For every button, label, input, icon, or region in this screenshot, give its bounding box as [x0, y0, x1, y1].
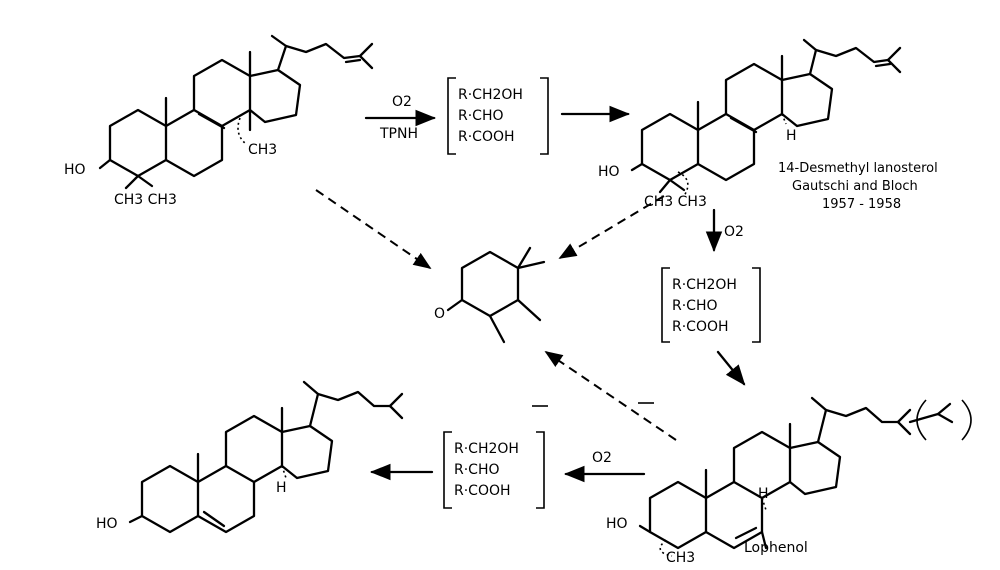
- lophenol-structure: H HO CH3 Lophenol: [606, 396, 972, 566]
- h-label: H: [276, 480, 287, 496]
- gem-dimethyl-label: CH3 CH3: [114, 192, 177, 208]
- intermediate-alcohol: R·CH2OH: [454, 441, 519, 457]
- gem-dimethyl-label: CH3 CH3: [644, 194, 707, 210]
- reaction-arrow-5: O2: [563, 450, 646, 483]
- intermediate-aldehyde: R·CHO: [672, 298, 718, 314]
- desmethyl-lanosterol-structure: HO H CH3 CH3 14-Desmethyl lanosterol Gau…: [598, 38, 938, 212]
- desmethyl-years-label: 1957 - 1958: [822, 197, 901, 212]
- methyl-label: CH3: [248, 142, 277, 158]
- ho-label: HO: [598, 164, 620, 180]
- reaction-arrow-1: O2 TPNH: [364, 94, 437, 142]
- ho-label: HO: [64, 162, 86, 178]
- intermediate-acid: R·COOH: [458, 129, 515, 145]
- desmethyl-name-label: 14-Desmethyl lanosterol: [778, 161, 938, 176]
- o2-reagent-label: O2: [592, 450, 612, 466]
- lanosterol-structure: HO CH3 CH3 CH3: [64, 34, 374, 208]
- desmethyl-authors-label: Gautschi and Bloch: [792, 179, 918, 194]
- methyl-label: CH3: [666, 550, 695, 566]
- ho-label: HO: [606, 516, 628, 532]
- ho-label: HO: [96, 516, 118, 532]
- cholesterol-structure: H HO: [96, 380, 404, 534]
- intermediate-aldehyde: R·CHO: [454, 462, 500, 478]
- intermediate-aldehyde: R·CHO: [458, 108, 504, 124]
- lophenol-label: Lophenol: [744, 540, 808, 556]
- reaction-arrow-3: O2: [705, 208, 744, 253]
- intermediate-bracket-1: R·CH2OH R·CHO R·COOH: [447, 77, 549, 155]
- intermediate-alcohol: R·CH2OH: [458, 87, 523, 103]
- o2-reagent-label: O2: [724, 224, 744, 240]
- h-label: H: [758, 486, 769, 502]
- intermediate-bracket-2: R·CH2OH R·CHO R·COOH: [661, 267, 761, 343]
- intermediate-acid: R·COOH: [454, 483, 511, 499]
- h-label: H: [786, 128, 797, 144]
- intermediate-alcohol: R·CH2OH: [672, 277, 737, 293]
- oxygen-label: O: [434, 306, 445, 322]
- dashed-arrow-from-lanosterol: [315, 189, 432, 270]
- reaction-arrow-4: [716, 350, 746, 386]
- svg-text:CH3: CH3: [248, 142, 277, 158]
- svg-text:CH3: CH3: [666, 550, 695, 566]
- svg-text:CH3 CH3: CH3 CH3: [644, 194, 707, 210]
- ketone-fragment-structure: O: [434, 246, 546, 344]
- svg-text:CH3 CH3: CH3 CH3: [114, 192, 177, 208]
- intermediate-bracket-3: R·CH2OH R·CHO R·COOH: [443, 431, 545, 509]
- dashed-arrow-from-desmethyl: [558, 195, 665, 259]
- o2-reagent-label: O2: [392, 94, 412, 110]
- dashed-arrow-from-lophenol: [544, 350, 677, 441]
- tpnh-reagent-label: TPNH: [379, 126, 418, 142]
- intermediate-acid: R·COOH: [672, 319, 729, 335]
